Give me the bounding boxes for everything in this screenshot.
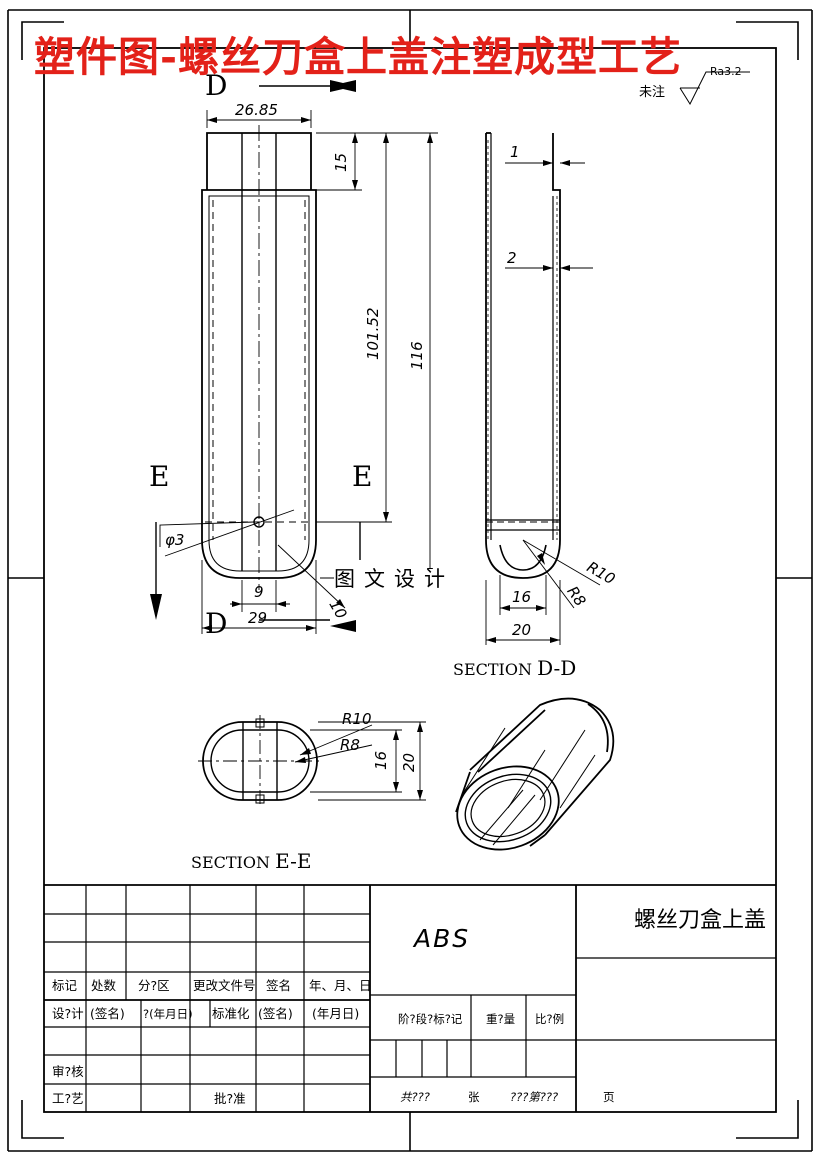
section-ee-view: [198, 715, 322, 807]
weight-header: 重?量: [486, 1012, 516, 1026]
approve-label: 批?准: [214, 1091, 246, 1106]
dim-15: 15: [332, 152, 350, 172]
material-label: ABS: [414, 924, 471, 953]
section-ee-caption: SECTION E-E: [191, 849, 312, 873]
title-block-grid: [44, 884, 776, 1112]
section-marker-d-bottom: D: [205, 607, 228, 640]
dim-1: 1: [510, 143, 520, 161]
rev-header-zone: 分?区: [138, 978, 170, 993]
roughness-symbol: [679, 71, 750, 106]
watermark-text: 图文设计: [334, 567, 454, 591]
section-marker-e-left: E: [149, 460, 170, 493]
section-ee-dimensions: [294, 721, 426, 801]
section-marker-e-right: E: [352, 460, 373, 493]
part-name: 螺丝刀盒上盖: [634, 908, 767, 933]
dim-r10-ee: R10: [342, 710, 372, 728]
dim-20-dd: 20: [512, 621, 532, 639]
sheets-total: 共???: [400, 1090, 430, 1104]
dim-16-dd: 16: [512, 588, 532, 606]
rev-header-sign: 签名: [266, 978, 292, 993]
design-sign: (签名): [90, 1006, 125, 1021]
standardize-date: (年月日): [312, 1006, 360, 1021]
isometric-view: [455, 697, 615, 851]
section-dd-arrows: [486, 160, 570, 643]
design-date: ?(年月日): [143, 1007, 193, 1021]
dim-26-85: 26.85: [235, 101, 278, 119]
dim-2: 2: [507, 249, 517, 267]
dim-phi3: φ3: [165, 531, 185, 549]
roughness-note: 未注: [639, 85, 666, 100]
section-dd-caption: SECTION D-D: [453, 656, 577, 680]
rev-header-mark: 标记: [52, 978, 78, 993]
dim-9: 9: [254, 583, 264, 601]
dim-16-ee: 16: [372, 750, 390, 770]
page-label: 页: [603, 1090, 615, 1104]
dim-116: 116: [408, 341, 426, 370]
process-label: 工?艺: [52, 1091, 84, 1106]
rev-header-count: 处数: [91, 978, 117, 993]
design-label: 设?计: [52, 1006, 84, 1021]
drawing-title: 塑件图-螺丝刀盒上盖注塑成型工艺: [34, 33, 683, 81]
check-label: 审?核: [52, 1064, 84, 1079]
dim-101-52: 101.52: [364, 307, 382, 361]
front-arrows: [150, 80, 433, 632]
roughness-value: Ra3.2: [710, 65, 742, 78]
front-view: [201, 125, 317, 590]
standardize-sign: (签名): [258, 1006, 293, 1021]
section-marker-d-top: D: [205, 69, 228, 102]
sheet-frame: [7, 9, 813, 1152]
standardize-label: 标准化: [212, 1006, 250, 1021]
rev-header-date: 年、月、日: [309, 978, 372, 993]
front-dimensions: [155, 85, 438, 634]
rev-header-doc: 更改文件号: [193, 978, 256, 993]
scale-header: 比?例: [535, 1012, 565, 1026]
dim-r8-ee: R8: [340, 736, 360, 754]
dim-29: 29: [248, 609, 268, 627]
stage-mark-header: 阶?段?标?记: [398, 1012, 463, 1026]
dim-20-ee: 20: [400, 752, 418, 772]
sheet-number: ???第???: [510, 1090, 559, 1104]
section-dd-view: [485, 132, 561, 579]
section-ee-arrows: [295, 722, 423, 800]
sheets-unit: 张: [468, 1090, 480, 1104]
